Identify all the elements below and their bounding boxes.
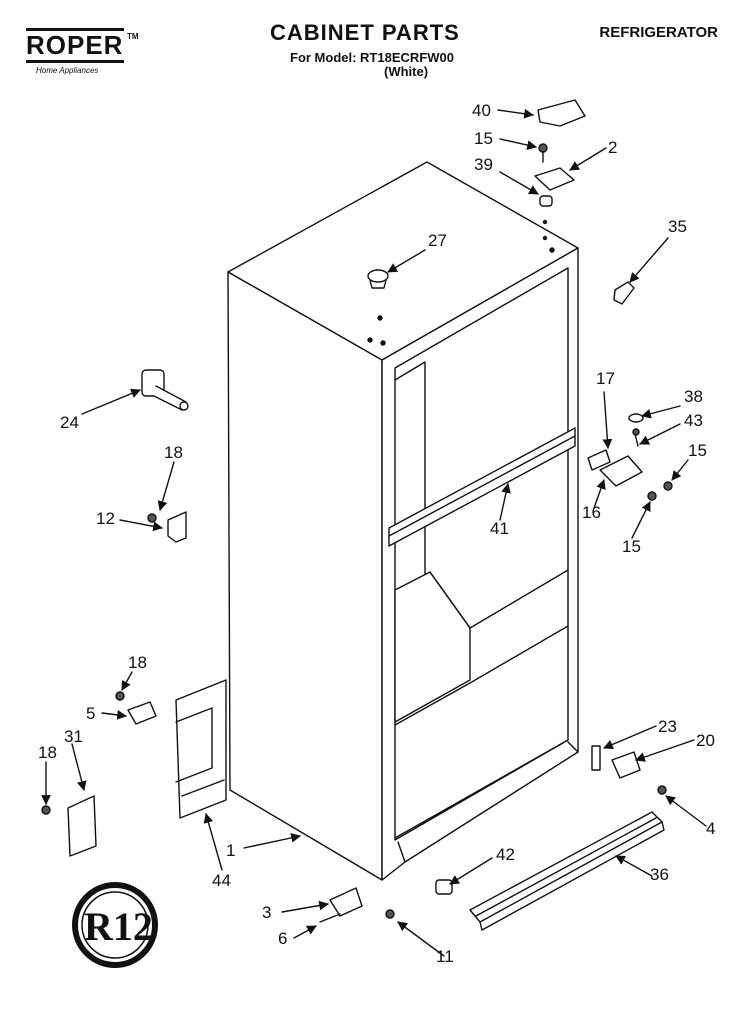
callout-2: 2 — [608, 138, 617, 157]
bottom-hinge-right — [591, 745, 667, 795]
left-mount-bracket — [175, 679, 227, 819]
brand-rule-top — [26, 28, 124, 31]
callout-18-lower: 18 — [38, 743, 57, 762]
plug-part — [367, 269, 389, 346]
cabinet-body — [227, 161, 579, 881]
callout-40: 40 — [472, 101, 491, 120]
callout-15-lower: 15 — [622, 537, 641, 556]
callout-44: 44 — [212, 871, 231, 890]
leveling-leg-assembly — [319, 887, 395, 923]
brand-subtitle: Home Appliances — [36, 66, 99, 75]
callout-16: 16 — [582, 503, 601, 522]
callout-27: 27 — [428, 231, 447, 250]
callout-36: 36 — [650, 865, 669, 884]
r12-badge-text: R12 — [84, 904, 153, 949]
r12-badge: R12 — [72, 882, 158, 968]
callout-24: 24 — [60, 413, 79, 432]
callout-42: 42 — [496, 845, 515, 864]
callout-18-upper: 18 — [164, 443, 183, 462]
grille-clip — [435, 879, 453, 895]
callout-18-mid: 18 — [128, 653, 147, 672]
brand-trademark: TM — [127, 32, 139, 41]
callout-23: 23 — [658, 717, 677, 736]
callout-43: 43 — [684, 411, 703, 430]
brand-rule-bottom — [26, 60, 124, 63]
category-label: REFRIGERATOR — [599, 24, 718, 41]
callout-41: 41 — [490, 519, 509, 538]
callout-6: 6 — [278, 929, 287, 948]
divider-rail — [388, 427, 576, 547]
brand-logo: ROPER — [26, 30, 124, 60]
door-handle-part — [141, 369, 189, 411]
page-title: CABINET PARTS — [270, 20, 460, 45]
callout-20: 20 — [696, 731, 715, 750]
callout-35: 35 — [668, 217, 687, 236]
callout-39: 39 — [474, 155, 493, 174]
hinge-cover-clip — [613, 281, 635, 305]
leader-lines — [41, 108, 707, 957]
toe-grille — [469, 811, 665, 931]
callout-5: 5 — [86, 704, 95, 723]
callout-1: 1 — [226, 841, 235, 860]
lower-hinge-left — [115, 691, 157, 725]
center-hinge-assembly — [587, 413, 673, 501]
callout-15-top: 15 — [474, 129, 493, 148]
callout-4: 4 — [706, 819, 715, 838]
callout-15-right: 15 — [688, 441, 707, 460]
color-line: (White) — [384, 64, 429, 79]
callout-17: 17 — [596, 369, 615, 388]
top-hinge-assembly — [534, 99, 586, 253]
callout-11: 11 — [436, 947, 454, 966]
callout-3: 3 — [262, 903, 271, 922]
side-bracket-part — [147, 511, 187, 543]
hinge-cover-left — [41, 795, 97, 857]
callout-12: 12 — [96, 509, 115, 528]
callout-31: 31 — [64, 727, 83, 746]
model-line: For Model: RT18ECRFW00 — [290, 50, 454, 65]
callout-38: 38 — [684, 387, 703, 406]
